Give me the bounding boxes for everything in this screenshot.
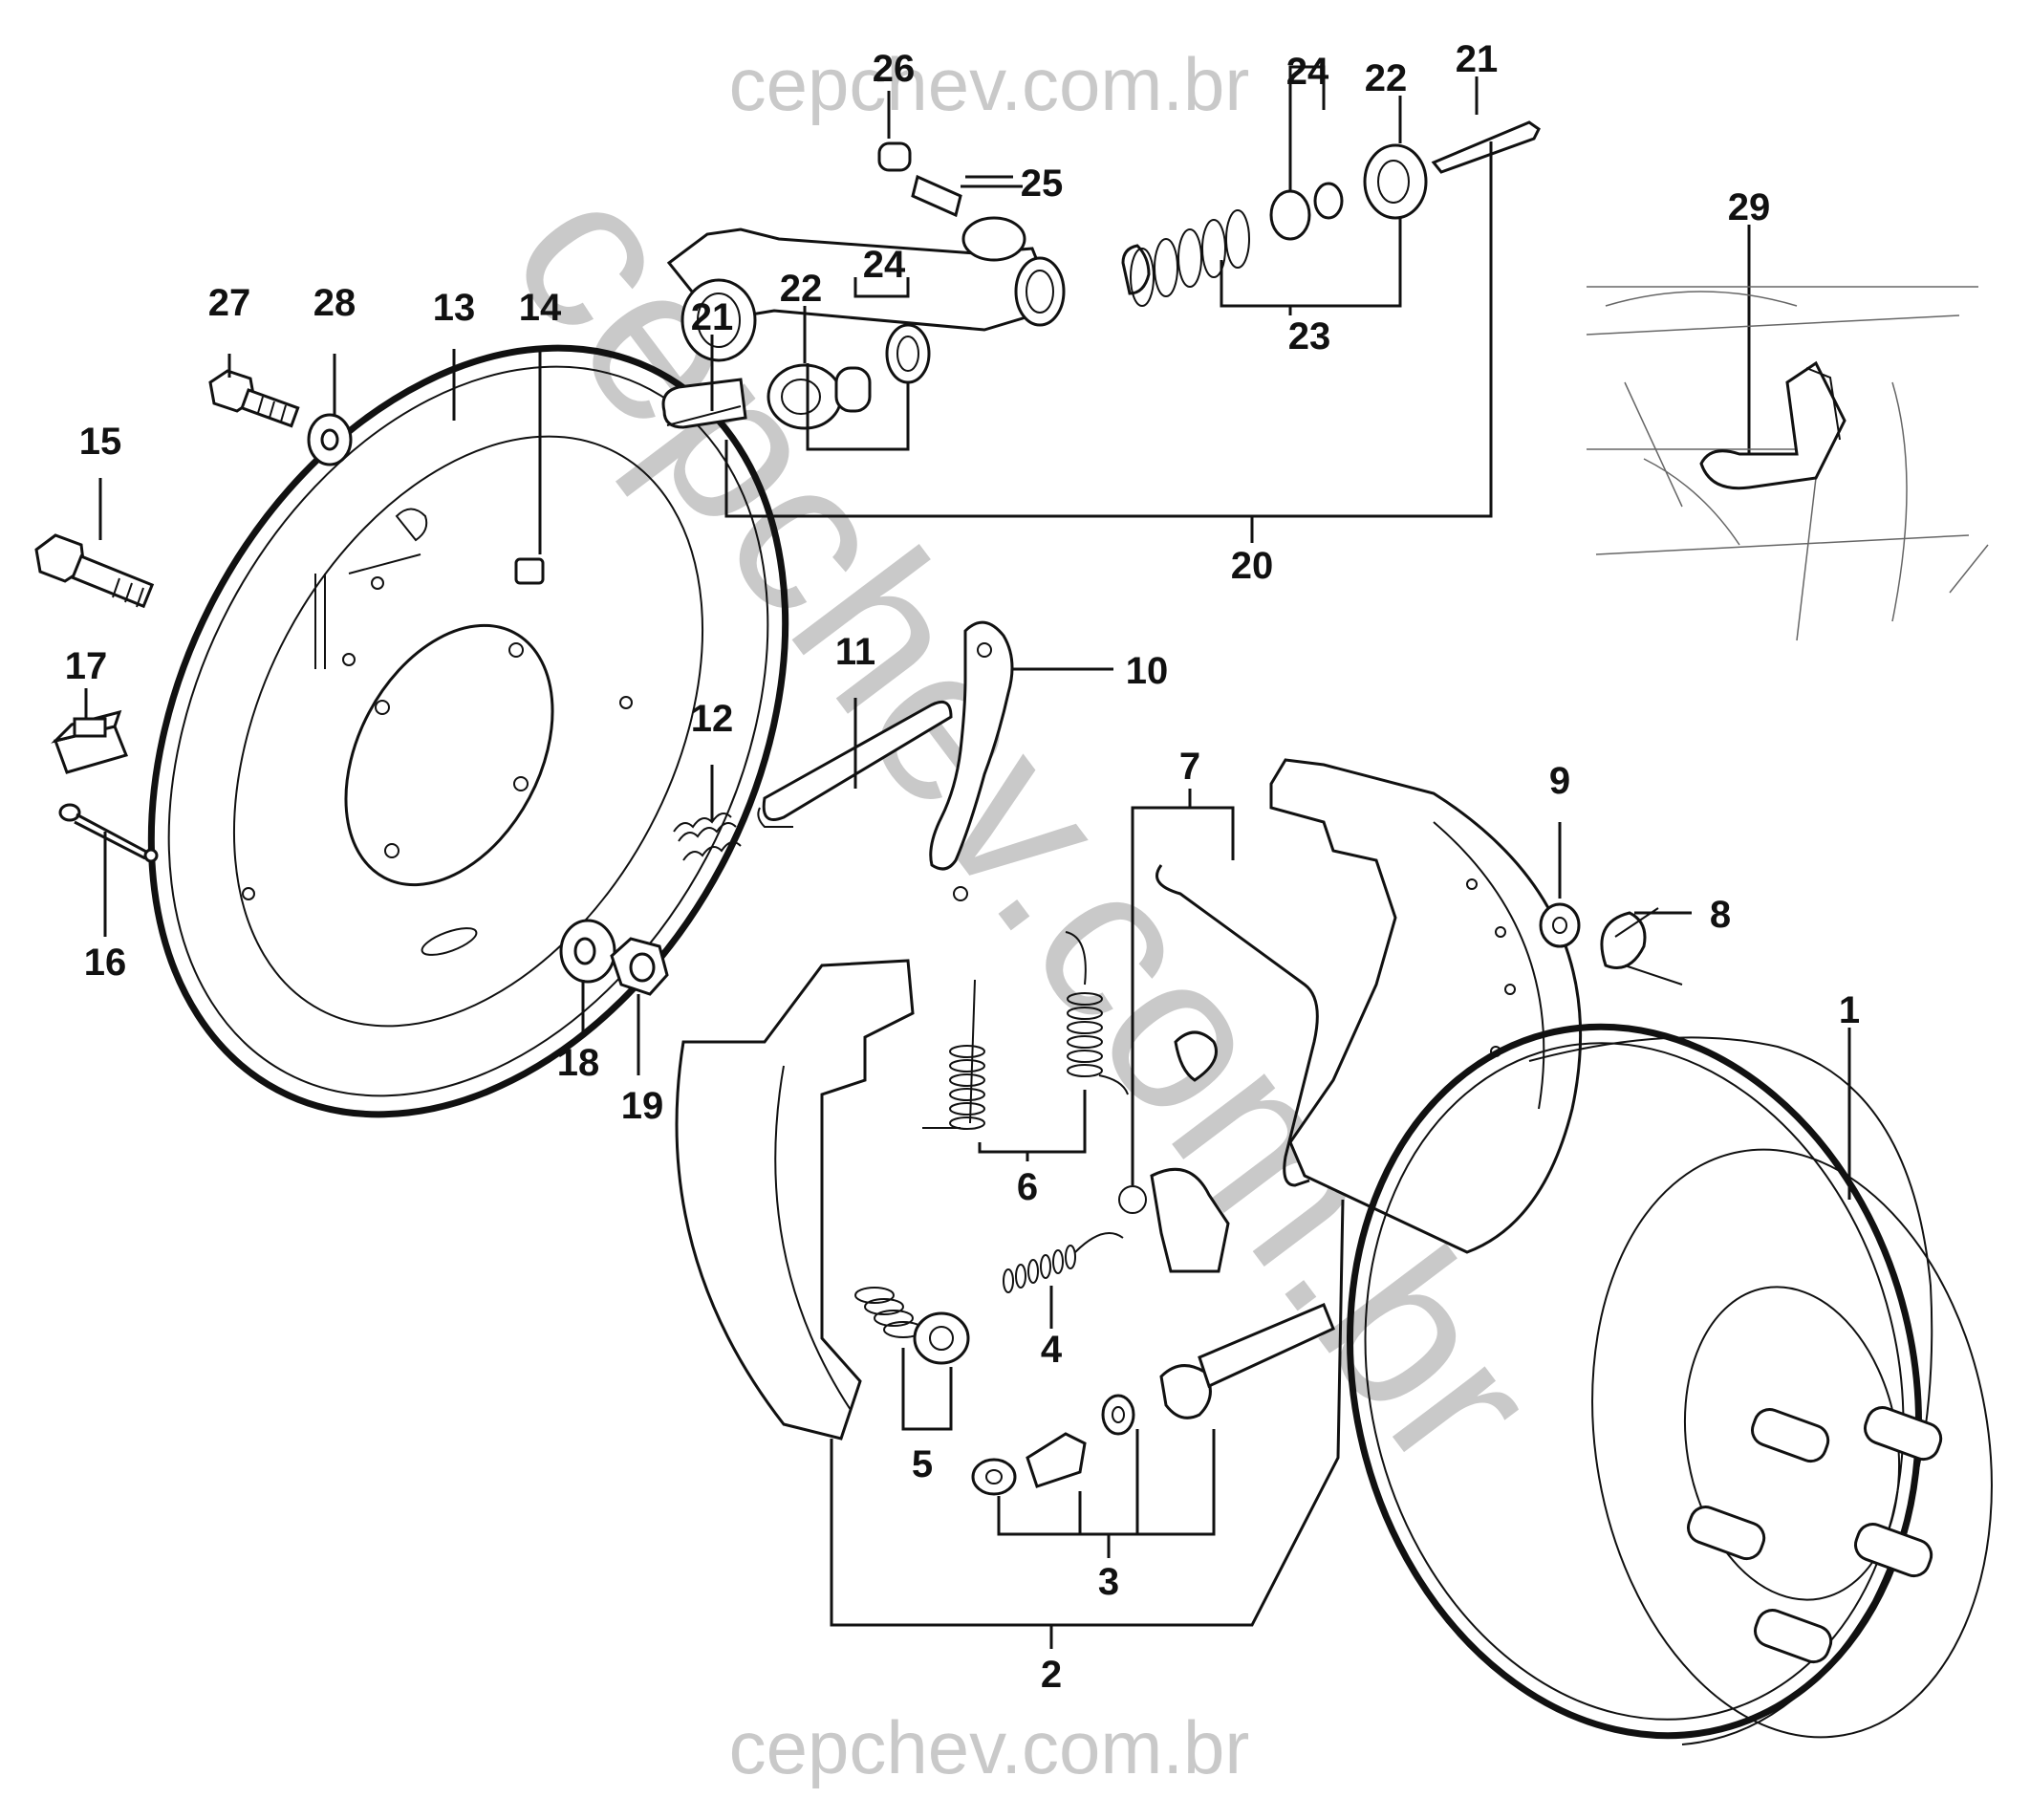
spring-5-drawing (854, 1287, 970, 1431)
watermark-top: cepchev.com.br (729, 42, 1250, 126)
nut-19-drawing (610, 937, 669, 996)
lever-10-drawing (929, 620, 1014, 901)
callout-11: 11 (835, 631, 875, 673)
spring-4-drawing (1003, 1232, 1124, 1329)
bracket-lines (724, 65, 1493, 543)
washer-9-drawing (1539, 902, 1581, 948)
callout-27: 27 (208, 282, 251, 324)
pin-16-drawing (58, 803, 159, 863)
callout-13: 13 (433, 287, 476, 329)
callout-26: 26 (873, 48, 916, 90)
callout-2: 2 (1041, 1654, 1062, 1696)
callout-22-left: 22 (780, 268, 823, 310)
callout-21-left: 21 (691, 296, 734, 338)
strut-11-drawing (757, 700, 953, 828)
callout-24-right: 24 (1286, 51, 1329, 93)
callout-25: 25 (1021, 162, 1064, 205)
adjuster-3-drawing (971, 1303, 1335, 1558)
callout-8: 8 (1710, 894, 1731, 936)
clip-8-drawing (1600, 907, 1683, 986)
callout-23: 23 (1288, 315, 1331, 358)
bracket-7 (1131, 806, 1235, 1185)
callout-9: 9 (1549, 760, 1570, 802)
washer-28-drawing (307, 413, 353, 466)
backing-plate-drawing (147, 344, 789, 1118)
plug-17-drawing (51, 709, 129, 774)
link-7-drawing (1118, 864, 1319, 1273)
bracket-2 (830, 1199, 1345, 1627)
callout-21-right: 21 (1456, 38, 1499, 80)
clip-14-drawing (514, 557, 545, 585)
callout-28: 28 (313, 282, 356, 324)
callout-5: 5 (912, 1443, 933, 1485)
callout-29: 29 (1728, 186, 1771, 228)
callout-10: 10 (1126, 650, 1169, 692)
callout-4: 4 (1041, 1329, 1063, 1371)
callout-17: 17 (65, 645, 108, 687)
inset-29-drawing (1586, 286, 1989, 641)
callout-6: 6 (1017, 1166, 1038, 1208)
callout-1: 1 (1839, 989, 1860, 1031)
brake-shoe-right-drawing (1269, 758, 1583, 1254)
washer-18-drawing (559, 919, 616, 984)
callout-15: 15 (79, 421, 122, 463)
bolt-27-drawing (208, 369, 300, 428)
callout-3: 3 (1098, 1561, 1119, 1603)
spring-6-drawing (922, 931, 1129, 1161)
callout-16: 16 (84, 942, 127, 984)
callout-labels: 1 2 3 4 5 6 7 8 9 10 11 12 13 14 15 16 1… (65, 38, 1860, 1696)
callout-12: 12 (691, 698, 734, 740)
callout-20: 20 (1231, 545, 1274, 587)
brake-shoe-left-drawing (675, 959, 915, 1441)
callout-14: 14 (519, 287, 562, 329)
spring-12-drawing (673, 812, 742, 861)
callout-22-right: 22 (1365, 57, 1408, 99)
bolt-15-drawing (34, 533, 155, 609)
callout-18: 18 (557, 1042, 600, 1084)
brake-drum-drawing (1347, 1023, 1993, 1745)
callout-19: 19 (621, 1085, 664, 1127)
watermark-bottom: cepchev.com.br (729, 1705, 1250, 1789)
callout-24-left: 24 (863, 244, 906, 286)
callout-7: 7 (1179, 746, 1200, 788)
